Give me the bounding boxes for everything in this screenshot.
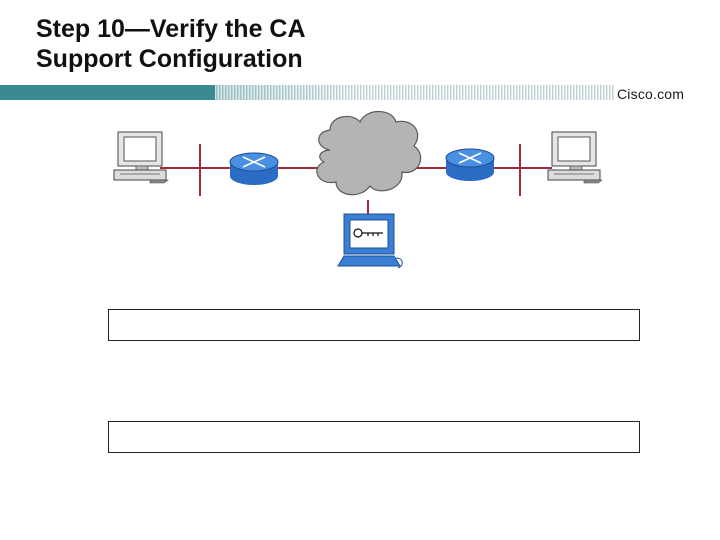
slide-title-line-1: Step 10—Verify the CA [36,15,306,43]
content-box-1 [108,309,640,341]
network-diagram [113,110,603,269]
router-right-icon [445,148,495,181]
content-box-2 [108,421,640,453]
workstation-left-icon [113,131,169,184]
workstation-right-icon [547,131,603,184]
network-links [160,144,552,214]
internet-cloud-icon [316,110,422,196]
cisco-logo: Cisco.com [617,86,685,102]
header-accent-bar [0,85,615,100]
slide-title-line-2: Support Configuration [36,45,303,73]
slide-title: Step 10—Verify the CA Support Configurat… [36,14,306,74]
ca-server-icon [337,213,403,269]
router-left-icon [229,152,279,185]
key-icon [353,228,383,238]
